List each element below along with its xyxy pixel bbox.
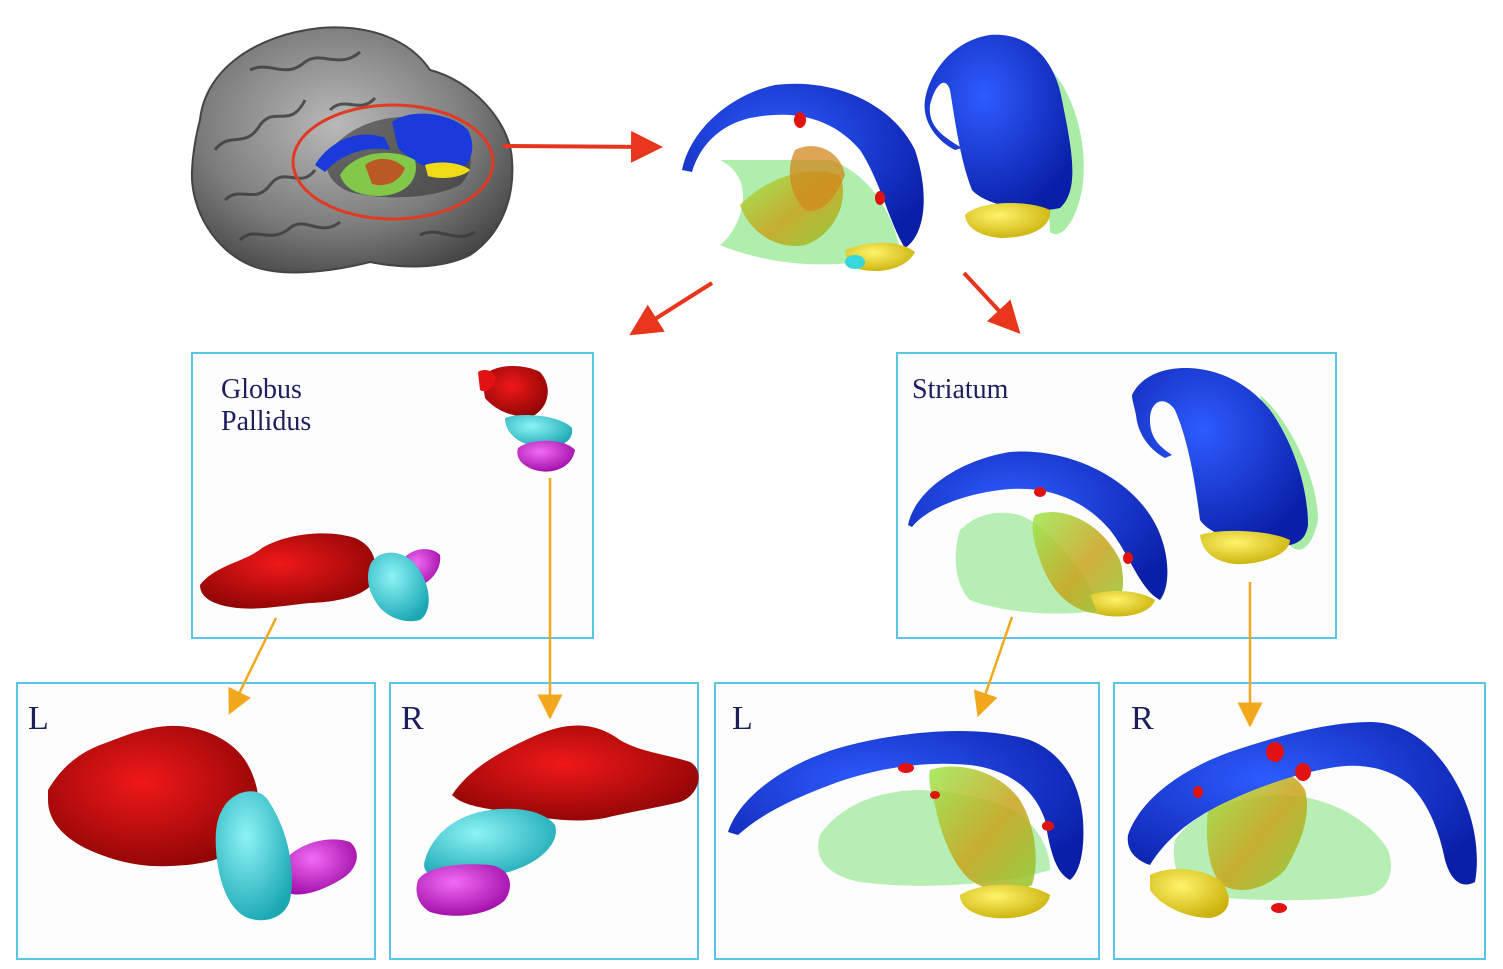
- arrow-to-globus-pallidus: [629, 281, 714, 336]
- striatum-title: Striatum: [912, 374, 1009, 405]
- striatum-overview-left: [908, 451, 1168, 617]
- arrow-striatum-left: [973, 616, 1014, 718]
- basal-ganglia-3d-right: [924, 34, 1084, 238]
- gp-right-render: [416, 725, 699, 916]
- striatum-right-label: R: [1131, 700, 1154, 737]
- arrow-to-3d-view: [502, 130, 663, 163]
- globus-pallidus-title: Globus Pallidus: [221, 374, 311, 438]
- brain-render: [190, 26, 514, 274]
- striatum-right-render: [1127, 722, 1477, 918]
- striatum-overview-right: [1132, 368, 1318, 565]
- gp-left-label: L: [28, 700, 49, 737]
- arrow-to-striatum: [962, 271, 1021, 334]
- basal-ganglia-3d-left: [682, 83, 924, 272]
- arrow-gp-left: [228, 617, 278, 715]
- globus-pallidus-title-line2: Pallidus: [221, 406, 312, 438]
- gp-right-label: R: [401, 700, 424, 737]
- gp-left-render: [48, 725, 357, 921]
- globus-pallidus-title-line1: Globus: [221, 374, 302, 405]
- gp-overview-large: [200, 533, 441, 622]
- gp-overview-small: [478, 366, 575, 472]
- striatum-left-label: L: [732, 700, 753, 737]
- striatum-left-render: [728, 730, 1084, 919]
